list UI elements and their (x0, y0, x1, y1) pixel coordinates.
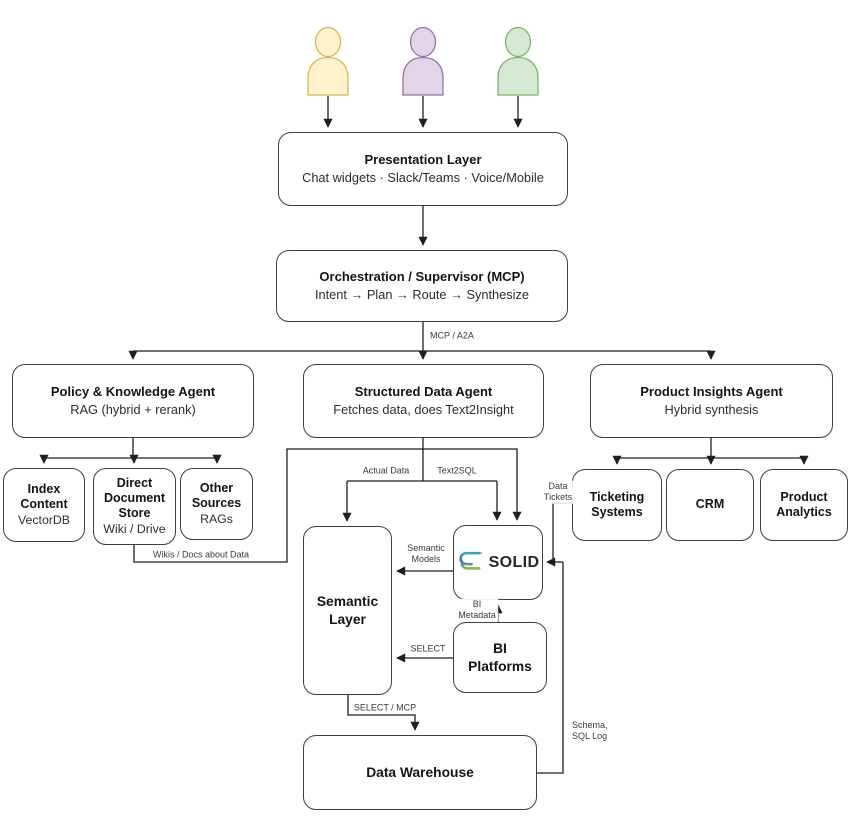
user-icon-purple (399, 26, 447, 96)
user-icon-green (494, 26, 542, 96)
node-title: Presentation Layer (364, 151, 482, 167)
node-subtitle: Chat widgets · Slack/Teams · Voice/Mobil… (302, 169, 544, 185)
edge-label-semantic-models: Semantic Models (405, 542, 447, 566)
node-subtitle: Hybrid synthesis (664, 401, 759, 417)
node-title: Structured Data Agent (354, 383, 493, 399)
node-ticketing-systems: Ticketing Systems (572, 469, 662, 541)
node-title: Orchestration / Supervisor (MCP) (319, 268, 525, 284)
node-orchestration-supervisor: Orchestration / Supervisor (MCP) Intent … (276, 250, 568, 322)
node-structured-data-agent: Structured Data Agent Fetches data, does… (303, 364, 544, 438)
edge-label-data-tickets: Data Tickets (541, 480, 575, 504)
node-crm: CRM (666, 469, 754, 541)
node-index-content: Index Content VectorDB (3, 468, 85, 542)
node-data-warehouse: Data Warehouse (303, 735, 537, 810)
solid-label: SOLID (488, 553, 540, 571)
node-title: Product Analytics (776, 489, 832, 519)
node-product-analytics: Product Analytics (760, 469, 848, 541)
node-product-insights-agent: Product Insights Agent Hybrid synthesis (590, 364, 833, 438)
node-title: Index Content (20, 481, 68, 511)
edge-label-wikis-docs: Wikis / Docs about Data (150, 549, 252, 561)
user-icon-yellow (304, 26, 352, 96)
node-presentation-layer: Presentation Layer Chat widgets · Slack/… (278, 132, 568, 206)
node-subtitle: Wiki / Drive (103, 522, 166, 537)
node-solid: SOLID (453, 525, 543, 600)
node-title: Other Sources (191, 480, 242, 510)
edge-label-schema-sql-log: Schema, SQL Log (570, 719, 610, 743)
solid-logo-icon (457, 547, 483, 578)
node-title: Direct Document Store (103, 475, 166, 521)
node-title: Data Warehouse (366, 764, 474, 780)
edge-label-actual-data: Actual Data (360, 465, 412, 477)
node-subtitle: RAG (hybrid + rerank) (70, 401, 196, 417)
node-bi-platforms: BI Platforms (453, 622, 547, 693)
edge-label-bi-metadata: BI Metadata (456, 598, 498, 622)
node-policy-knowledge-agent: Policy & Knowledge Agent RAG (hybrid + r… (12, 364, 254, 438)
node-semantic-layer: Semantic Layer (303, 526, 392, 695)
node-other-sources: Other Sources RAGs (180, 468, 253, 540)
node-title: BI Platforms (468, 640, 532, 674)
edge-label-text2sql: Text2SQL (435, 465, 479, 477)
node-subtitle: Fetches data, does Text2Insight (333, 401, 514, 417)
node-title: Semantic Layer (316, 593, 379, 627)
node-subtitle: Intent → Plan → Route → Synthesize (314, 286, 530, 302)
node-subtitle: VectorDB (18, 513, 70, 528)
node-direct-document-store: Direct Document Store Wiki / Drive (93, 468, 176, 545)
edge-label-select-mcp: SELECT / MCP (351, 702, 419, 714)
node-title: CRM (695, 497, 725, 512)
node-subtitle: RAGs (200, 512, 233, 527)
node-title: Policy & Knowledge Agent (50, 383, 216, 399)
node-title: Product Insights Agent (640, 383, 783, 399)
edge-label-select: SELECT (408, 643, 448, 655)
edge-label-mcp-a2a: MCP / A2A (428, 330, 476, 342)
node-title: Ticketing Systems (589, 489, 645, 519)
